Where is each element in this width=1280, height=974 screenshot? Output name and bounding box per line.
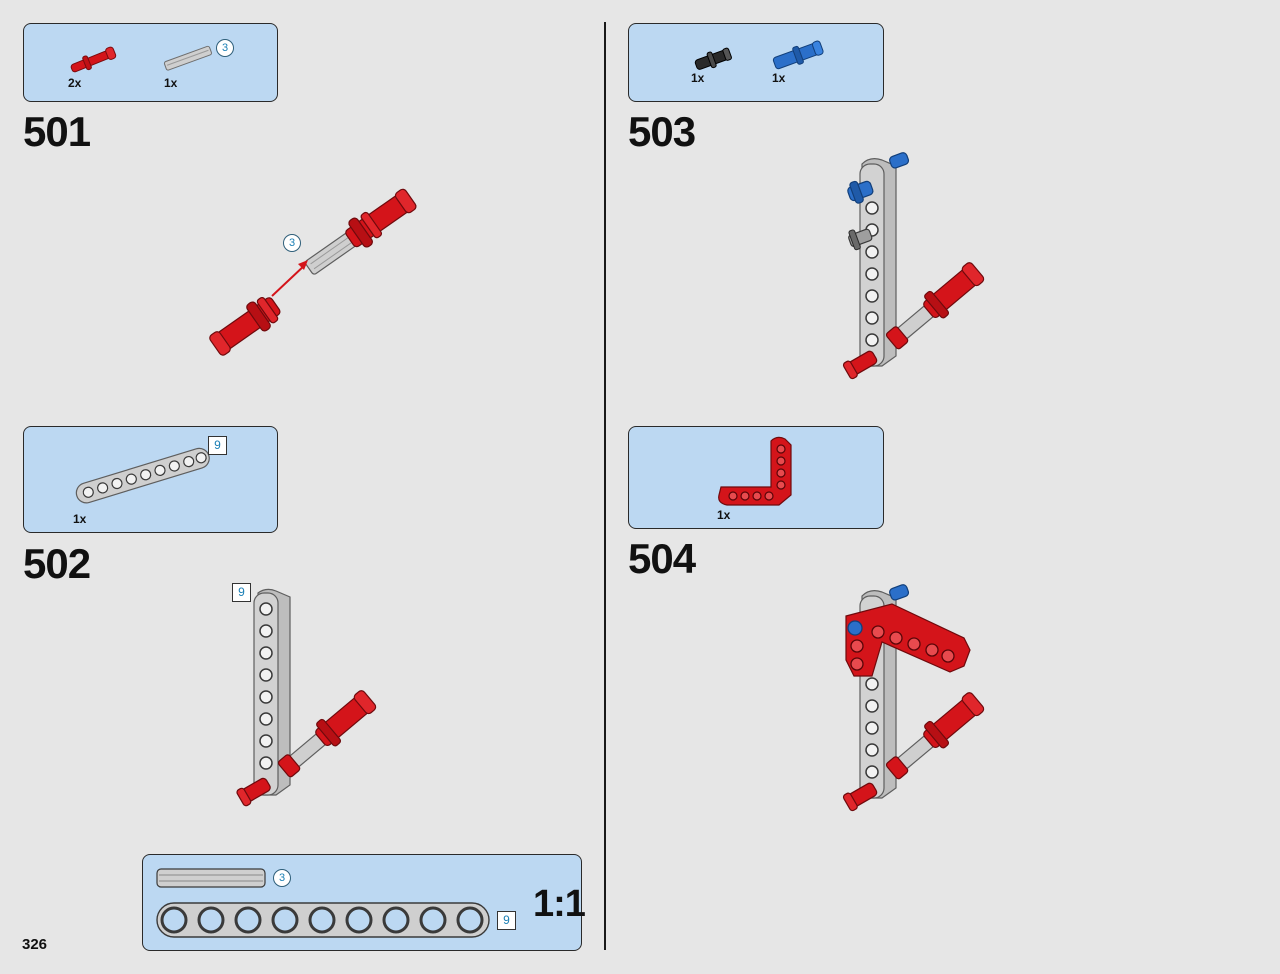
axle-length-badge-501: 3 xyxy=(216,39,234,57)
assembly-illustration-502 xyxy=(236,588,377,807)
part-qty-503-black: 1x xyxy=(691,71,705,85)
axle-scale-badge: 3 xyxy=(273,869,291,887)
parts-callout-504: 1x xyxy=(628,426,884,529)
beam-scale-icon xyxy=(156,902,490,938)
assembly-illustration-501 xyxy=(209,188,417,356)
scale-callout: 3 9 1:1 xyxy=(142,854,586,951)
step-number-501: 501 xyxy=(23,108,91,155)
part-qty-501-red: 2x xyxy=(68,76,82,90)
part-qty-502-beam: 1x xyxy=(73,512,87,526)
part-qty-504-red: 1x xyxy=(717,508,731,522)
page-number: 326 xyxy=(22,936,48,953)
beam-length-badge-502-model: 9 xyxy=(232,583,251,602)
column-divider xyxy=(604,22,606,950)
axle-scale-icon xyxy=(156,868,266,888)
part-qty-501-axle: 1x xyxy=(164,76,178,90)
red-angled-beam-icon xyxy=(718,436,792,506)
parts-callout-502: 9 1x xyxy=(23,426,278,533)
blue-pin-icon xyxy=(772,40,824,70)
scale-ratio: 1:1 xyxy=(533,883,586,925)
beam-scale-badge: 9 xyxy=(497,911,516,930)
step-number-502: 502 xyxy=(23,540,91,587)
gray-beam-icon xyxy=(75,447,210,504)
beam-length-badge-502: 9 xyxy=(208,436,227,455)
axle-length-badge-501-model: 3 xyxy=(283,234,301,252)
part-qty-503-blue: 1x xyxy=(772,71,786,85)
gray-axle-icon xyxy=(163,45,212,71)
black-pin-icon xyxy=(694,47,732,70)
parts-callout-503: 1x 1x xyxy=(628,23,884,102)
step-number-504: 504 xyxy=(628,535,696,582)
parts-callout-501: 2x 3 1x xyxy=(23,23,278,102)
assembly-illustration-504 xyxy=(842,584,985,812)
red-axle-pin-icon xyxy=(70,46,117,73)
assembly-illustration-503 xyxy=(842,152,985,380)
step-number-503: 503 xyxy=(628,108,696,155)
